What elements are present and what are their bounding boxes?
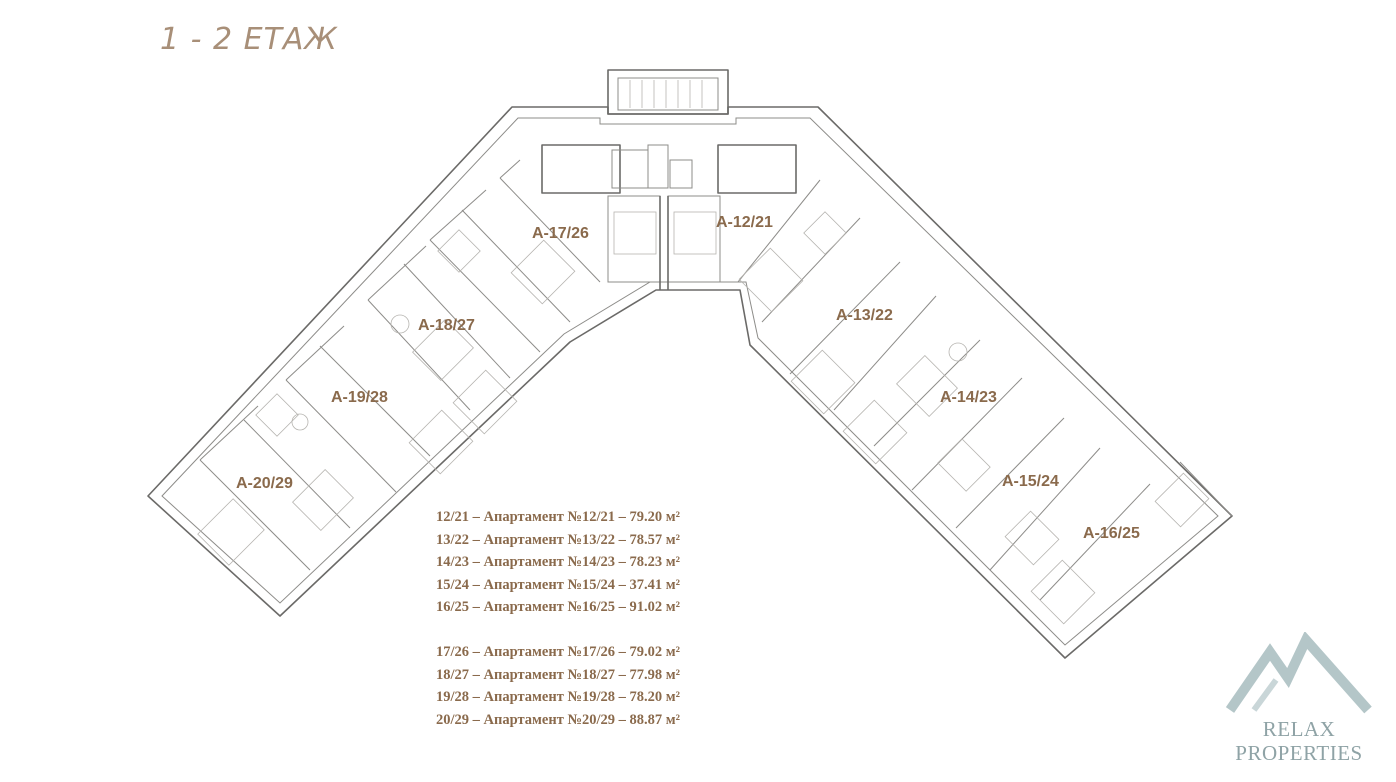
area-legend: 12/21 – Апартамент №12/21 – 79.20 м² 13/… (436, 506, 680, 731)
unit-label-a-18-27: А-18/27 (418, 317, 475, 334)
legend-item: 13/22 – Апартамент №13/22 – 78.57 м² (436, 531, 681, 548)
building-outline (147, 106, 1233, 659)
logo-text-properties: PROPERTIES (1235, 741, 1363, 765)
right-wing-rooms (738, 211, 1210, 625)
left-wing-rooms (197, 229, 576, 566)
unit-label-a-14-23: А-14/23 (940, 389, 997, 406)
legend-item: 14/23 – Апартамент №14/23 – 78.23 м² (436, 554, 681, 571)
legend-item: 15/24 – Апартамент №15/24 – 37.41 м² (436, 576, 681, 593)
legend-spacer (436, 619, 680, 641)
left-wing-partitions (199, 159, 601, 571)
unit-label-a-12-21: А-12/21 (716, 214, 773, 231)
building-inner-outline (161, 117, 1219, 646)
unit-label-a-13-22: А-13/22 (836, 307, 893, 324)
legend-item: 18/27 – Апартамент №18/27 – 77.98 м² (436, 666, 681, 683)
right-wing-partitions (737, 179, 1233, 601)
legend-item: 17/26 – Апартамент №17/26 – 79.02 м² (436, 643, 681, 660)
legend-item: 16/25 – Апартамент №16/25 – 91.02 м² (436, 599, 681, 616)
floor-title: 1 - 2 ЕТАЖ (160, 22, 338, 57)
stair-tower (607, 69, 729, 115)
unit-label-a-17-26: А-17/26 (532, 225, 589, 242)
unit-label-a-15-24: А-15/24 (1002, 473, 1059, 490)
logo-text-relax: RELAX (1262, 717, 1336, 741)
legend-item: 19/28 – Апартамент №19/28 – 78.20 м² (436, 689, 681, 706)
central-core (541, 144, 797, 290)
unit-label-a-19-28: А-19/28 (331, 389, 388, 406)
unit-label-a-16-25: А-16/25 (1083, 525, 1140, 542)
mountain-logo-icon (1225, 631, 1372, 714)
relax-properties-logo: RELAX PROPERTIES (1224, 631, 1374, 778)
legend-item: 20/29 – Апартамент №20/29 – 88.87 м² (436, 711, 681, 728)
unit-label-a-20-29: А-20/29 (236, 475, 293, 492)
legend-item: 12/21 – Апартамент №12/21 – 79.20 м² (436, 509, 681, 525)
